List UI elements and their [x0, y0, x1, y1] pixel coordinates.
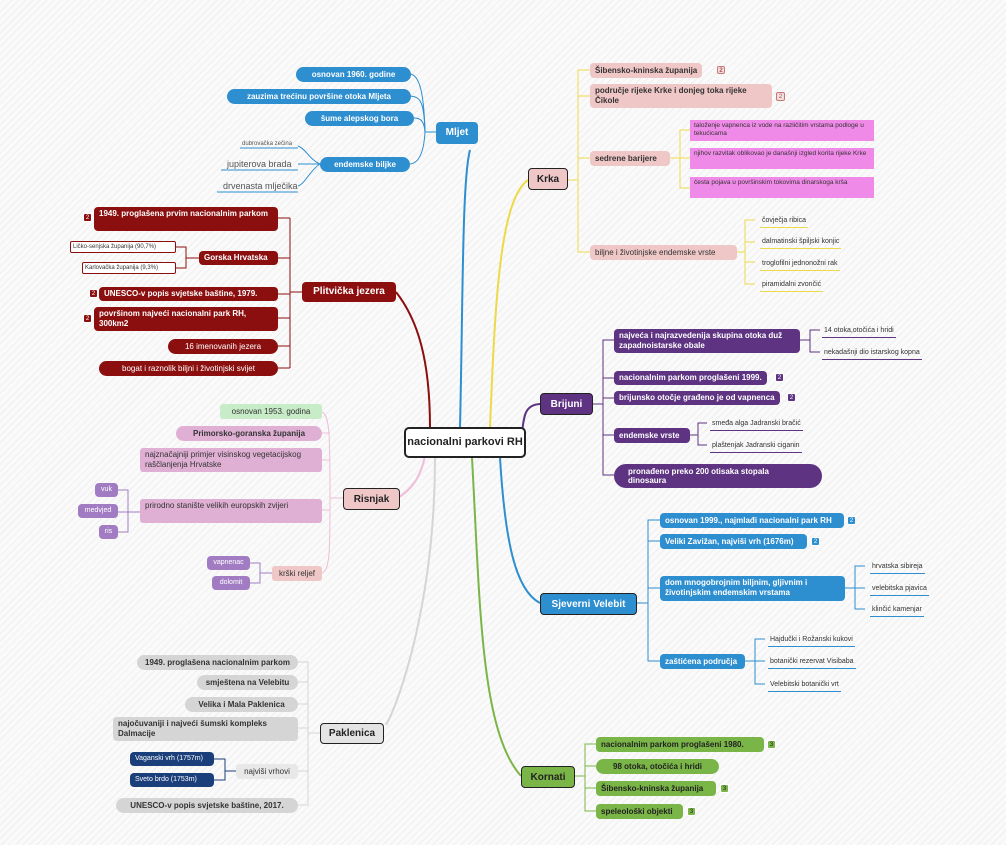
- brijuni-proclaimed[interactable]: nacionalnim parkom proglašeni 1999.: [614, 371, 767, 385]
- root-node[interactable]: nacionalni parkovi RH: [404, 427, 526, 458]
- risnjak-wolf[interactable]: vuk: [95, 483, 118, 497]
- risnjak-vegetation[interactable]: najznačajniji primjer visinskog vegetaci…: [140, 448, 322, 472]
- velebit-protected-2[interactable]: botanički rezervat Visibaba: [768, 656, 856, 669]
- velebit-protected[interactable]: zaštićena područja: [660, 654, 745, 669]
- velebit-node[interactable]: Sjeverni Velebit: [540, 593, 637, 615]
- kornati-proclaimed[interactable]: nacionalnim parkom proglašeni 1980.: [596, 737, 764, 752]
- brijuni-endemic-1[interactable]: smeđa alga Jadranski bračić: [710, 418, 803, 431]
- krka-endemic-2[interactable]: dalmatinski špiljski konjic: [760, 236, 842, 249]
- paklenica-velebit[interactable]: smještena na Velebitu: [197, 675, 298, 690]
- mljet-node[interactable]: Mljet: [436, 122, 478, 144]
- kornati-node[interactable]: Kornati: [521, 766, 575, 788]
- brijuni-islands[interactable]: 14 otoka,otočića i hridi: [822, 325, 896, 338]
- krka-county-label: Šibensko-kninska županija: [595, 66, 698, 75]
- risnjak-habitat[interactable]: prirodno stanište velikih europskih zvij…: [140, 499, 322, 523]
- risnjak-county[interactable]: Primorsko-goranska županija: [176, 426, 322, 441]
- risnjak-node[interactable]: Risnjak: [343, 488, 400, 510]
- velebit-endemic-3[interactable]: klinčić kamenjar: [870, 604, 924, 617]
- mljet-area[interactable]: zauzima trećinu površine otoka Mljeta: [227, 89, 411, 104]
- plitvice-first-park-badge[interactable]: 2: [83, 213, 92, 222]
- brijuni-dinosaur[interactable]: pronađeno preko 200 otisaka stopala dino…: [614, 464, 822, 488]
- krka-county[interactable]: Šibensko-kninska županija 2: [590, 63, 725, 78]
- krka-river-area[interactable]: područje rijeke Krke i donjeg toka rijek…: [590, 84, 772, 108]
- plitvice-lika[interactable]: Ličko-senjska županija (90,7%): [70, 241, 176, 253]
- kornati-proclaimed-badge[interactable]: 3: [767, 740, 776, 749]
- paklenica-peaks[interactable]: najviši vrhovi: [236, 764, 298, 779]
- krka-endemic-3[interactable]: troglofilni jednonožni rak: [760, 258, 840, 271]
- paklenica-sveto-brdo[interactable]: Sveto brdo (1753m): [130, 773, 214, 787]
- risnjak-dolomite[interactable]: dolomit: [212, 576, 250, 590]
- risnjak-karst[interactable]: krški reljef: [272, 566, 322, 581]
- velebit-zavizan-badge[interactable]: 2: [811, 537, 820, 546]
- kornati-caves[interactable]: speleološki objekti: [596, 804, 683, 819]
- plitvice-wildlife[interactable]: bogat i raznolik biljni i životinjski sv…: [99, 361, 278, 376]
- mljet-plant-3[interactable]: drvenasta mlječika: [223, 181, 298, 191]
- velebit-endemic[interactable]: dom mnogobrojnim biljnim, gljivnim i živ…: [660, 576, 845, 601]
- brijuni-endemic-2[interactable]: plaštenjak Jadranski ciganin: [710, 440, 802, 453]
- velebit-endemic-1[interactable]: hrvatska sibireja: [870, 561, 925, 574]
- risnjak-limestone[interactable]: vapnenac: [207, 556, 250, 570]
- brijuni-endemic[interactable]: endemske vrste: [614, 428, 690, 443]
- mljet-plant-1[interactable]: dubrovačka zečina: [242, 141, 293, 147]
- plitvice-unesco-badge[interactable]: 2: [89, 289, 98, 298]
- plitvice-gorska[interactable]: Gorska Hrvatska: [199, 251, 278, 265]
- plitvice-node[interactable]: Plitvička jezera: [302, 282, 396, 302]
- brijuni-istria[interactable]: nekadašnji dio istarskog kopna: [822, 347, 922, 360]
- krka-node[interactable]: Krka: [528, 168, 568, 190]
- kornati-county[interactable]: Šibensko-kninska županija: [596, 781, 716, 796]
- mljet-founded[interactable]: osnovan 1960. godine: [296, 67, 411, 82]
- paklenica-canyons[interactable]: Velika i Mala Paklenica: [185, 697, 298, 712]
- mljet-plant-2[interactable]: jupiterova brada: [227, 159, 292, 169]
- plitvice-karlovac[interactable]: Karlovačka županija (9,3%): [82, 262, 176, 274]
- paklenica-node[interactable]: Paklenica: [320, 723, 384, 744]
- krka-endemic-4[interactable]: piramidalni zvončić: [760, 279, 824, 292]
- plitvice-largest-badge[interactable]: 2: [83, 314, 92, 323]
- velebit-endemic-2[interactable]: velebitska pjavica: [870, 583, 929, 596]
- risnjak-founded[interactable]: osnovan 1953. godina: [220, 404, 322, 419]
- paklenica-proclaimed[interactable]: 1949. proglašena nacionalnim parkom: [137, 655, 298, 670]
- velebit-zavizan[interactable]: Veliki Zavižan, najviši vrh (1676m): [660, 534, 807, 549]
- brijuni-archipelago[interactable]: najveća i najrazvedenija skupina otoka d…: [614, 329, 800, 353]
- kornati-county-badge[interactable]: 3: [720, 784, 729, 793]
- velebit-founded[interactable]: osnovan 1999., najmlađi nacionalni park …: [660, 513, 844, 528]
- risnjak-bear[interactable]: medvjed: [78, 504, 118, 518]
- krka-endemic-1[interactable]: čovječja ribica: [760, 215, 808, 228]
- velebit-founded-badge[interactable]: 2: [847, 516, 856, 525]
- kornati-islands[interactable]: 98 otoka, otočića i hridi: [596, 759, 719, 774]
- plitvice-unesco[interactable]: UNESCO-v popis svjetske baštine, 1979.: [99, 287, 278, 301]
- velebit-protected-3[interactable]: Velebitski botanički vrt: [768, 679, 841, 692]
- krka-tufa-3[interactable]: česta pojava u površinskim tokovima dina…: [690, 177, 874, 198]
- brijuni-node[interactable]: Brijuni: [540, 393, 593, 415]
- plitvice-largest[interactable]: površinom najveći nacionalni park RH, 30…: [94, 307, 278, 331]
- brijuni-proclaimed-badge[interactable]: 2: [775, 373, 784, 382]
- plitvice-lakes[interactable]: 16 imenovanih jezera: [168, 339, 278, 354]
- brijuni-limestone-label: brijunsko otočje građeno je od vapnenca: [619, 393, 775, 402]
- krka-county-badge[interactable]: 2: [717, 66, 725, 74]
- krka-river-area-badge[interactable]: 2: [776, 92, 785, 101]
- brijuni-limestone[interactable]: brijunsko otočje građeno je od vapnenca: [614, 391, 780, 405]
- paklenica-unesco[interactable]: UNESCO-v popis svjetske baštine, 2017.: [116, 798, 298, 813]
- kornati-caves-badge[interactable]: 3: [687, 807, 696, 816]
- mljet-endemic[interactable]: endemske biljke: [320, 157, 410, 172]
- brijuni-limestone-badge[interactable]: 2: [787, 393, 796, 402]
- paklenica-vaganski[interactable]: Vaganski vrh (1757m): [130, 752, 214, 766]
- krka-endemic[interactable]: biljne i životinjske endemske vrste: [590, 245, 737, 260]
- risnjak-lynx[interactable]: ris: [99, 525, 118, 539]
- mljet-forest[interactable]: šume alepskog bora: [305, 111, 414, 126]
- brijuni-proclaimed-label: nacionalnim parkom proglašeni 1999.: [619, 373, 762, 382]
- krka-tufa-1[interactable]: taloženje vapnenca iz vode na različitim…: [690, 120, 874, 141]
- velebit-protected-1[interactable]: Hajdučki i Rožanski kukovi: [768, 634, 855, 647]
- plitvice-first-park[interactable]: 1949. proglašena prvim nacionalnim parko…: [94, 207, 278, 231]
- paklenica-forest[interactable]: najočuvaniji i najveći šumski kompleks D…: [113, 717, 298, 741]
- krka-tufa-2[interactable]: njihov razvitak oblikovao je današnji iz…: [690, 148, 874, 169]
- krka-tufa[interactable]: sedrene barijere: [590, 151, 670, 166]
